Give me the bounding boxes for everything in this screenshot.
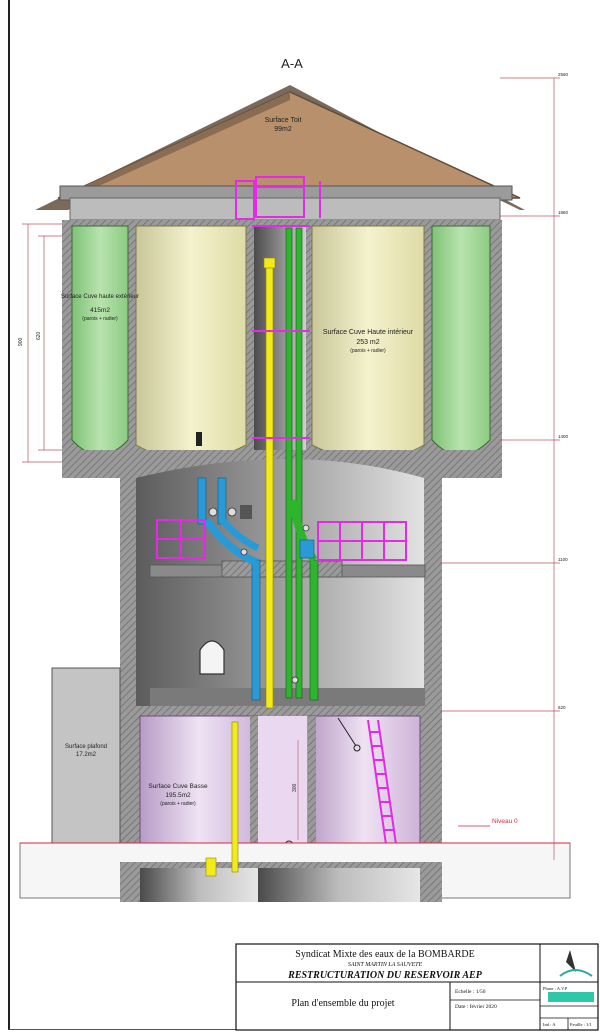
sheet-title: Plan d'ensemble du projet: [291, 998, 394, 1009]
index: Ind : A: [543, 1022, 556, 1027]
ceiling-annex: Surface plafond 17.2m2: [51, 667, 121, 844]
outer-tank-note: (parois + radier): [82, 316, 118, 322]
left-dimensions: [22, 223, 62, 463]
lower-tank-note: (parois + radier): [160, 801, 196, 807]
outer-tank-label: Surface Cuve haute extérieur: [61, 294, 139, 300]
elevation-1: 2560: [558, 72, 569, 77]
phase: Phase : A.V.P: [543, 986, 568, 991]
title-block: Syndicat Mixte des eaux de la BOMBARDE S…: [235, 943, 599, 1031]
date: Date : février 2020: [455, 1003, 497, 1010]
inner-tank-value: 253 m2: [356, 339, 379, 346]
access-ladder: [367, 719, 399, 859]
project-title: RESTRUCTURATION DU RESERVOIR AEP: [287, 970, 483, 981]
commune: SAINT MARTIN LA SAUVETE: [348, 962, 423, 968]
outer-tank-value: 415m2: [90, 307, 110, 314]
inner-tank-note: (parois + radier): [350, 348, 386, 354]
section-label: A-A: [281, 56, 303, 71]
organisation-logo: [559, 950, 593, 977]
elevation-3: 1400: [558, 434, 569, 439]
pipework: [196, 227, 319, 877]
roof-surface-label: Surface Toit: [265, 117, 302, 124]
ceiling-value: 17.2m2: [76, 752, 97, 758]
float-valve: [337, 717, 361, 752]
ceiling-label: Surface plafond: [65, 744, 107, 750]
elevation-5: 620: [558, 705, 566, 710]
org-line: Syndicat Mixte des eaux de la BOMBARDE: [295, 949, 474, 960]
logo-accent: [548, 992, 594, 1002]
dim-left-b: 620: [36, 331, 42, 340]
dim-lower: 300: [292, 783, 298, 792]
roof-surface-value: 99m2: [274, 126, 292, 133]
equipment-chamber: [120, 459, 442, 715]
dim-left-a: 900: [18, 337, 24, 346]
elevation-2: 1860: [558, 210, 569, 215]
scale: Echelle : 1/50: [455, 989, 486, 995]
sheet-number: Feuille : 1/1: [570, 1022, 592, 1027]
inner-tank-label: Surface Cuve Haute intérieur: [323, 329, 414, 336]
lower-tank-value: 195.5m2: [165, 792, 191, 799]
level-zero-label: Niveau 0: [492, 818, 518, 825]
upper-tank: Surface Cuve haute extérieur 415m2 (paro…: [61, 220, 502, 490]
right-elevations: [440, 77, 560, 860]
ground-base: Niveau 0: [19, 818, 571, 902]
elevation-4: 1100: [558, 557, 568, 562]
steel-frames: [156, 176, 407, 561]
lower-tank-label: Surface Cuve Basse: [148, 783, 208, 790]
roof: Surface Toit 99m2: [35, 85, 525, 221]
